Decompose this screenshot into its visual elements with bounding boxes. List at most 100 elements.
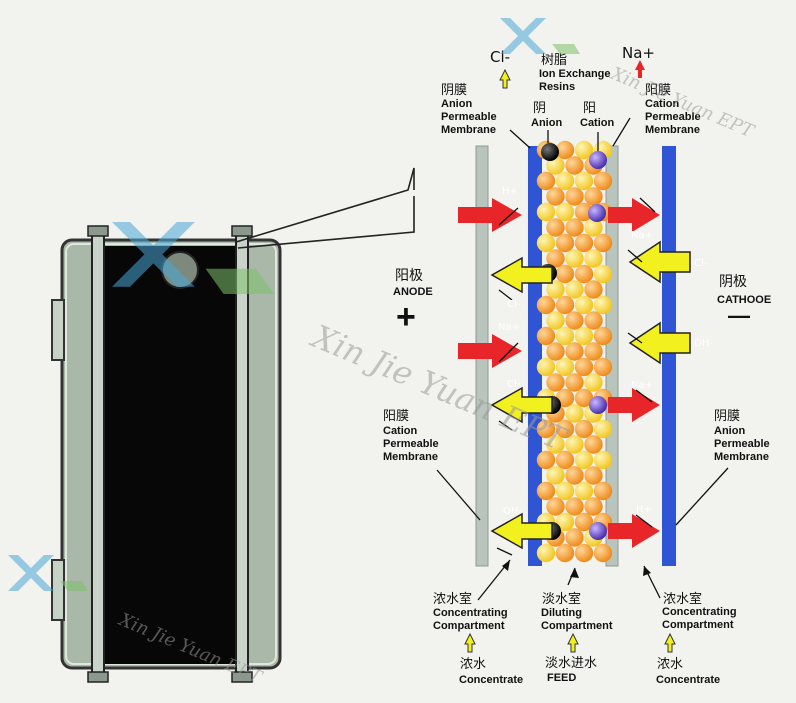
resin-bead — [574, 450, 594, 470]
right-bottom-membrane-cn: 阴膜 — [714, 409, 740, 424]
in-left-cn: 浓水 — [460, 657, 486, 672]
anion-cn: 阴 — [533, 101, 546, 116]
resin-bead — [565, 187, 584, 206]
resin-bead — [546, 249, 565, 268]
cation-ball — [589, 151, 607, 169]
left-bottom-membrane-en-1: Cation — [383, 425, 418, 437]
dil-en-1: Diluting — [541, 607, 582, 619]
resin-bead — [546, 342, 565, 361]
resin-bead — [593, 481, 613, 501]
dil-cn: 淡水室 — [542, 591, 581, 607]
red-arrow-na-plus — [458, 334, 522, 368]
edi-module-illustration — [51, 167, 415, 683]
resin-bead — [536, 543, 556, 563]
ion-na-plus-right-2: Na+ — [631, 380, 653, 391]
resin-bead — [574, 357, 594, 377]
resin-bead — [546, 497, 565, 516]
conc-left-cn: 浓水室 — [433, 591, 472, 607]
in-mid-en: FEED — [547, 672, 576, 684]
resin-bead — [546, 187, 565, 206]
resin-bead — [565, 373, 584, 392]
in-right-cn: 浓水 — [657, 657, 683, 672]
left-top-membrane-en-2: Permeable — [441, 111, 497, 123]
resin-bead — [574, 481, 594, 501]
yellow-arrow-cl-minus — [490, 256, 553, 294]
resin-bead — [536, 419, 556, 439]
resin-bead — [555, 140, 575, 160]
resin-bead — [546, 466, 565, 485]
left-bottom-membrane-en-3: Membrane — [383, 451, 438, 463]
ion-cl-minus-left-2: Cl- — [507, 379, 521, 390]
resin-bead — [574, 543, 594, 563]
resin-bead — [584, 187, 603, 206]
resin-bead — [565, 404, 584, 423]
ion-exchange-resin-bed — [536, 140, 613, 563]
resin-bead — [555, 419, 575, 439]
ion-na-plus-left: Na+ — [498, 322, 520, 333]
resin-bead — [555, 233, 575, 253]
resin-bead — [536, 481, 556, 501]
resin-bead — [565, 466, 584, 485]
resin-label-en-2: Resins — [539, 81, 575, 93]
left-bottom-membrane-en-2: Permeable — [383, 438, 439, 450]
yellow-arrow-cl-minus — [628, 240, 691, 284]
right-bottom-membrane-en-3: Membrane — [714, 451, 769, 463]
yellow-arrow-oh-minus — [490, 512, 553, 550]
resin-bead — [536, 326, 556, 346]
resin-bead — [584, 280, 603, 299]
resin-bead — [584, 466, 603, 485]
ion-na-plus-right-1: Na+ — [631, 230, 653, 241]
cathode-en: CATHOOE — [717, 294, 771, 306]
resin-bead — [555, 202, 575, 222]
left-bottom-membrane-cn: 阳膜 — [383, 409, 409, 424]
resin-bead — [555, 295, 575, 315]
resin-bead — [584, 311, 603, 330]
resin-bead — [574, 140, 594, 160]
in-right-en: Concentrate — [656, 674, 720, 686]
resin-bead — [555, 264, 575, 284]
anode-en: ANODE — [393, 286, 433, 298]
resin-bead — [584, 342, 603, 361]
resin-bead — [593, 233, 613, 253]
cation-ball — [589, 522, 607, 540]
red-arrow-h-plus — [458, 198, 522, 232]
resin-bead — [536, 357, 556, 377]
anion-en: Anion — [531, 117, 562, 129]
right-bottom-membrane-en-2: Permeable — [714, 438, 770, 450]
resin-bead — [584, 497, 603, 516]
resin-bead — [536, 233, 556, 253]
resin-bead — [565, 311, 584, 330]
resin-label-en-1: Ion Exchange — [539, 68, 611, 80]
conc-right-en-2: Compartment — [662, 619, 734, 631]
resin-bead — [574, 202, 594, 222]
resin-bead — [565, 218, 584, 237]
conc-left-en-2: Compartment — [433, 620, 505, 632]
resin-bead — [565, 249, 584, 268]
cation-ball — [588, 204, 606, 222]
resin-bead — [593, 326, 613, 346]
resin-bead — [565, 156, 584, 175]
yellow-up-arrow — [499, 68, 511, 89]
resin-bead — [593, 419, 613, 439]
resin-bead — [593, 357, 613, 377]
resin-bead — [593, 543, 613, 563]
right-bottom-membrane-en-1: Anion — [714, 425, 745, 437]
resin-bead — [574, 295, 594, 315]
resin-bead — [546, 435, 565, 454]
ion-cl-minus-left-1: Cl- — [507, 299, 521, 310]
resin-bead — [565, 342, 584, 361]
resin-bead — [584, 249, 603, 268]
yellow-arrow-cl-minus — [490, 386, 553, 424]
ion-oh-minus-right: OH- — [694, 338, 713, 349]
resin-bead — [555, 512, 575, 532]
resin-bead — [555, 357, 575, 377]
right-top-membrane-en-2: Permeable — [645, 111, 701, 123]
resin-bead — [565, 280, 584, 299]
ion-oh-minus-left: OH- — [503, 506, 522, 517]
resin-bead — [546, 373, 565, 392]
resin-bead — [593, 264, 613, 284]
yellow-up-arrow — [567, 632, 579, 653]
cation-ball — [589, 396, 607, 414]
